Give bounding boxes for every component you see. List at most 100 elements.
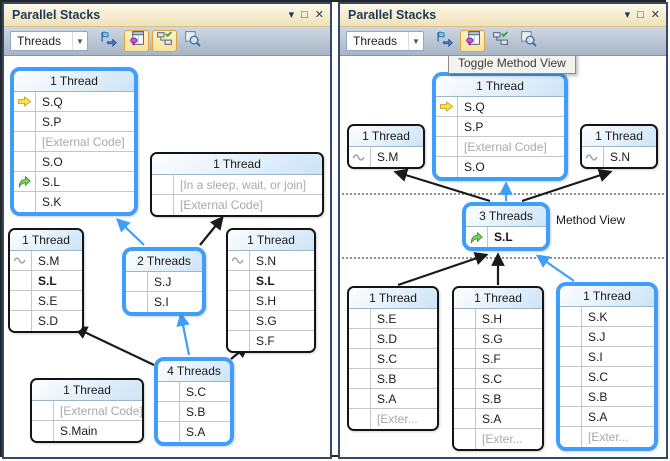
frame-icon-cell — [560, 347, 582, 366]
stack-frame[interactable]: [In a sleep, wait, or join] — [152, 175, 322, 195]
stack-frame[interactable]: S.J — [126, 272, 202, 292]
show-only-flagged-button[interactable] — [96, 30, 121, 52]
frame-label: S.K — [588, 309, 608, 324]
stack-frame[interactable]: S.L — [10, 271, 82, 291]
frame-icon-cell — [436, 157, 458, 177]
frame-label: S.L — [42, 174, 61, 189]
stack-frame[interactable]: [Exter... — [454, 429, 542, 449]
stack-frame[interactable]: S.A — [158, 422, 230, 442]
stack-frame[interactable]: S.B — [560, 387, 654, 407]
stack-frame[interactable]: [Exter... — [349, 409, 437, 429]
frame-icon-cell — [454, 369, 476, 388]
toggle-method-view-button[interactable] — [460, 30, 485, 52]
tooltip-toggle-method-view: Toggle Method View — [448, 56, 576, 74]
frame-label: S.C — [482, 371, 503, 386]
stack-frame[interactable]: S.F — [228, 331, 314, 351]
show-only-flagged-button[interactable] — [432, 30, 457, 52]
stack-frame[interactable]: S.D — [349, 329, 437, 349]
auto-scroll-to-current-frame-button[interactable] — [488, 30, 513, 52]
close-icon[interactable]: ✕ — [650, 8, 660, 21]
stack-node-L7[interactable]: 1 Thread[External Code]S.Main — [30, 378, 144, 443]
float-window-icon[interactable]: □ — [301, 8, 308, 21]
close-icon[interactable]: ✕ — [314, 8, 324, 21]
toggle-method-view-button[interactable] — [124, 30, 149, 52]
stack-frame[interactable]: S.O — [14, 152, 134, 172]
stack-frame[interactable]: S.Main — [32, 421, 142, 441]
stack-frame[interactable]: S.E — [10, 291, 82, 311]
chevron-down-icon[interactable]: ▾ — [624, 8, 631, 21]
frame-label: [Exter... — [482, 432, 523, 446]
stack-frame[interactable]: S.D — [10, 311, 82, 331]
toggle-zoom-control-button[interactable] — [516, 30, 541, 52]
frame-icon-cell — [152, 195, 174, 215]
stack-frame[interactable]: S.B — [349, 369, 437, 389]
stack-frame[interactable]: S.M — [349, 147, 423, 167]
stack-frame[interactable]: S.H — [228, 291, 314, 311]
frame-icon-cell — [454, 389, 476, 408]
stack-frame[interactable]: S.H — [454, 309, 542, 329]
stack-frame[interactable]: S.K — [560, 307, 654, 327]
toolbar: Threads▼ — [340, 27, 666, 56]
view-selector-combobox[interactable]: Threads▼ — [346, 31, 424, 51]
combo-dropdown-arrow-icon[interactable]: ▼ — [72, 32, 87, 50]
stack-frame[interactable]: [External Code] — [14, 132, 134, 152]
frame-label: S.A — [588, 409, 608, 424]
stack-frame[interactable]: S.L — [14, 172, 134, 192]
float-window-icon[interactable]: □ — [637, 8, 644, 21]
stack-frame[interactable]: S.N — [228, 251, 314, 271]
stack-frame[interactable]: S.M — [10, 251, 82, 271]
window-title: Parallel Stacks — [348, 8, 437, 22]
stack-frame[interactable]: S.G — [454, 329, 542, 349]
stack-frame[interactable]: S.C — [158, 382, 230, 402]
stack-frame[interactable]: S.L — [466, 227, 546, 247]
stack-frame[interactable]: S.J — [560, 327, 654, 347]
stack-frame[interactable]: S.B — [454, 389, 542, 409]
stack-frame[interactable]: S.C — [454, 369, 542, 389]
stack-frame[interactable]: S.Q — [14, 92, 134, 112]
stack-frame[interactable]: S.C — [560, 367, 654, 387]
stack-frame[interactable]: S.E — [349, 309, 437, 329]
view-selector-combobox[interactable]: Threads▼ — [10, 31, 88, 51]
stack-frame[interactable]: S.L — [228, 271, 314, 291]
stack-frame[interactable]: S.F — [454, 349, 542, 369]
current-statement-icon — [436, 97, 458, 116]
stack-frame[interactable]: S.K — [14, 192, 134, 212]
stack-frame[interactable]: [External Code] — [436, 137, 564, 157]
stack-frame[interactable]: S.C — [349, 349, 437, 369]
stack-frame[interactable]: S.Q — [436, 97, 564, 117]
stack-frame[interactable]: S.A — [454, 409, 542, 429]
stack-frame[interactable]: S.I — [560, 347, 654, 367]
stack-node-L2[interactable]: 1 Thread[In a sleep, wait, or join][Exte… — [150, 152, 324, 217]
stack-frame[interactable]: S.O — [436, 157, 564, 177]
stack-frame[interactable]: S.G — [228, 311, 314, 331]
stack-frame[interactable]: S.N — [582, 147, 656, 167]
stack-frame[interactable]: [External Code] — [32, 401, 142, 421]
toggle-zoom-control-button[interactable] — [180, 30, 205, 52]
stack-frame[interactable]: S.P — [436, 117, 564, 137]
frame-label: S.I — [154, 295, 169, 309]
stack-frame[interactable]: S.I — [126, 292, 202, 312]
frame-label: S.B — [186, 404, 206, 419]
stack-frame[interactable]: S.B — [158, 402, 230, 422]
stack-frame[interactable]: [External Code] — [152, 195, 322, 215]
stack-frame[interactable]: S.A — [560, 407, 654, 427]
stack-frame[interactable]: S.P — [14, 112, 134, 132]
frame-label: S.O — [42, 154, 63, 169]
chevron-down-icon[interactable]: ▾ — [288, 8, 295, 21]
stack-frame[interactable]: [Exter... — [560, 427, 654, 447]
auto-scroll-to-current-frame-button[interactable] — [152, 30, 177, 52]
combo-dropdown-arrow-icon[interactable]: ▼ — [408, 32, 423, 50]
stack-frame[interactable]: S.A — [349, 389, 437, 409]
